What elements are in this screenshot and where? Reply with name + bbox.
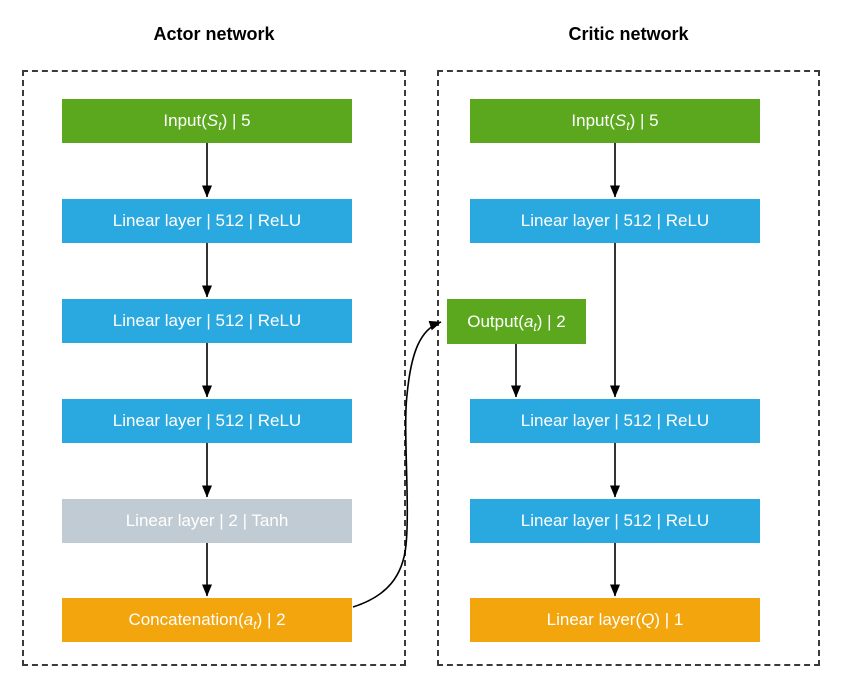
label-suffix: ) | 2 (536, 312, 566, 331)
critic-network-title: Critic network (568, 24, 689, 44)
node-critic-input: Input(St) | 5 (470, 99, 760, 143)
label-subscript: t (218, 119, 222, 133)
label-var: a (523, 312, 534, 331)
label-text: Linear layer | 512 | ReLU (112, 411, 302, 430)
node-actor-linear-2: Linear layer | 512 | ReLU (62, 299, 352, 343)
actor-network-container (22, 70, 406, 666)
label-text: Linear layer | 512 | ReLU (520, 511, 710, 530)
label-text: Output( (467, 312, 524, 331)
label-suffix: ) | 5 (629, 111, 659, 130)
critic-network-container (437, 70, 820, 666)
label-text: Linear layer | 512 | ReLU (112, 311, 302, 330)
node-critic-linear-1: Linear layer | 512 | ReLU (470, 199, 760, 243)
node-critic-linear-2: Linear layer | 512 | ReLU (470, 399, 760, 443)
node-actor-input: Input(St) | 5 (62, 99, 352, 143)
label-text: Linear layer( (546, 610, 642, 629)
node-critic-linear-q: Linear layer(Q) | 1 (470, 598, 760, 642)
label-text: Concatenation( (128, 610, 244, 629)
node-actor-concatenation: Concatenation(at) | 2 (62, 598, 352, 642)
node-critic-output-action: Output(at) | 2 (447, 299, 586, 344)
label-text: Input( (163, 111, 207, 130)
label-text: Input( (571, 111, 615, 130)
label-var: S (206, 111, 219, 130)
label-text: Linear layer | 512 | ReLU (112, 211, 302, 230)
node-actor-linear-tanh: Linear layer | 2 | Tanh (62, 499, 352, 543)
label-text: Linear layer | 512 | ReLU (520, 211, 710, 230)
node-actor-linear-3: Linear layer | 512 | ReLU (62, 399, 352, 443)
label-subscript: t (253, 618, 257, 632)
label-subscript: t (626, 119, 630, 133)
label-var: S (614, 111, 627, 130)
label-text: Linear layer | 2 | Tanh (125, 511, 289, 530)
label-suffix: ) | 1 (654, 610, 684, 629)
label-text: Linear layer | 512 | ReLU (520, 411, 710, 430)
actor-network-title: Actor network (153, 24, 275, 44)
label-suffix: ) | 5 (221, 111, 251, 130)
label-subscript: t (533, 320, 537, 334)
node-actor-linear-1: Linear layer | 512 | ReLU (62, 199, 352, 243)
label-var: Q (641, 610, 655, 629)
label-var: a (243, 610, 254, 629)
node-critic-linear-3: Linear layer | 512 | ReLU (470, 499, 760, 543)
label-suffix: ) | 2 (256, 610, 286, 629)
